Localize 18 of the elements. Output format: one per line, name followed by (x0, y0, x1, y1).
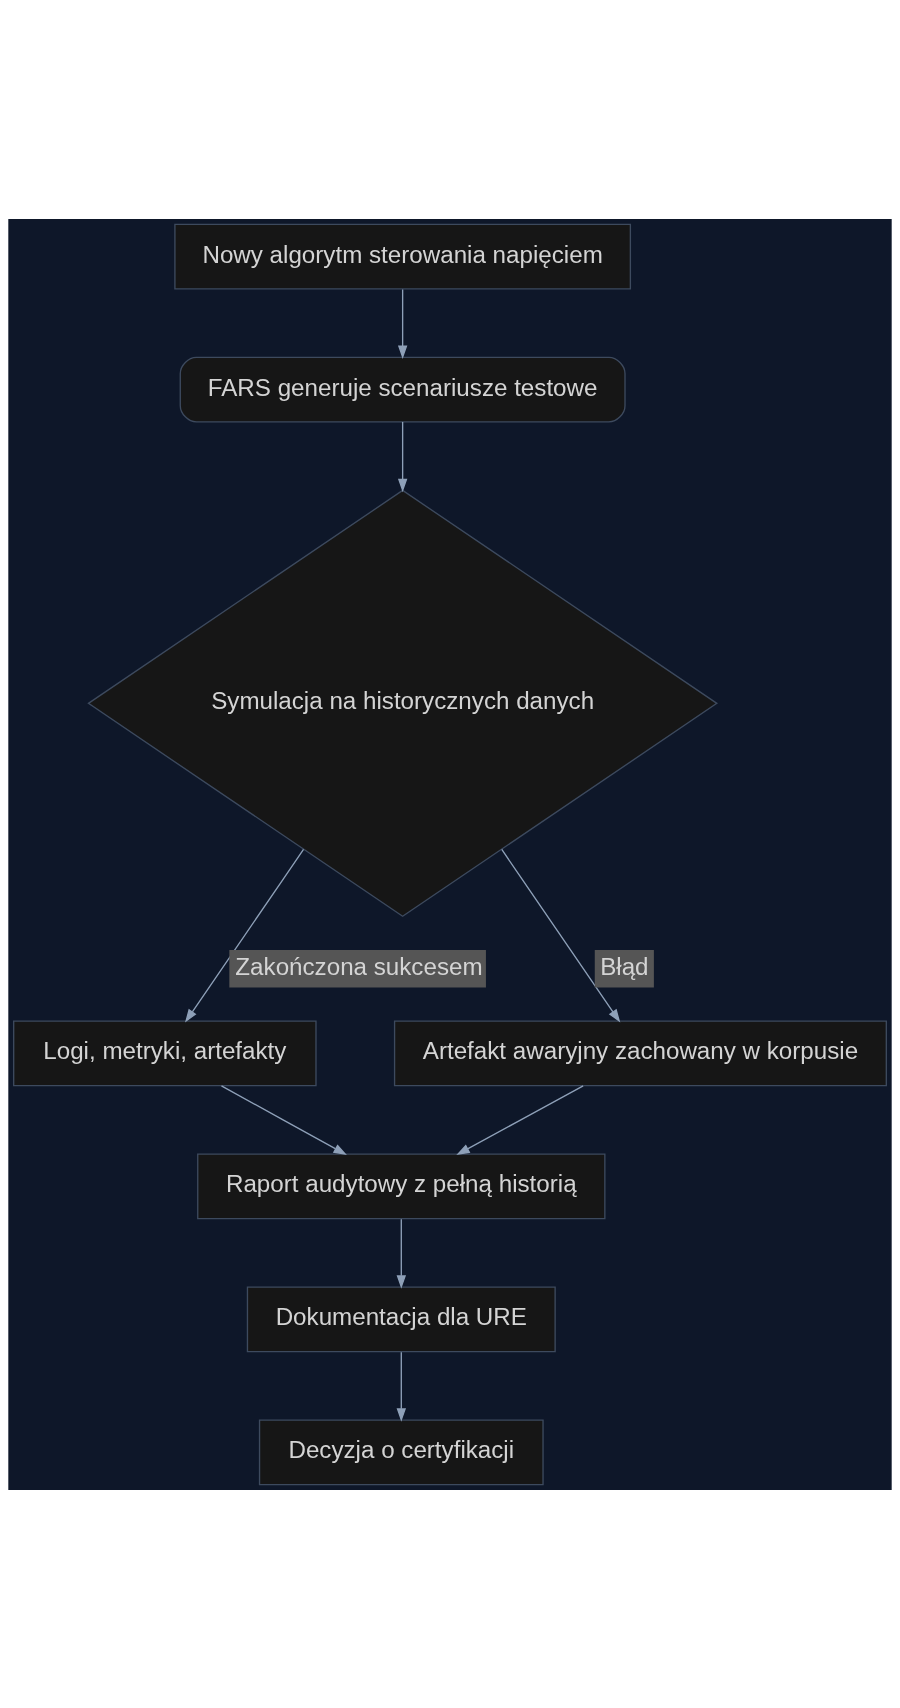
node-box: Nowy algorytm sterowania napięciem (174, 223, 632, 290)
edge-label: Błąd (600, 952, 649, 980)
node-box: Decyzja o certyfikacji (258, 1418, 544, 1485)
arrow (396, 1218, 406, 1289)
node-box: Raport audytowy z pełną historią (197, 1152, 606, 1219)
node-diamond: Symulacja na historycznych danych (87, 489, 718, 917)
node-box: Logi, metryki, artefakty (13, 1019, 317, 1086)
node-box: Dokumentacja dla URE (246, 1285, 556, 1352)
arrow (397, 420, 408, 492)
arrow (396, 1351, 406, 1422)
node-box: FARS generuje scenariusze testowe (179, 356, 626, 423)
arrow (456, 1084, 584, 1155)
node-box: Artefakt awaryjny zachowany w korpusie (393, 1019, 887, 1086)
arrow (397, 288, 408, 359)
arrow (185, 848, 305, 1023)
edge-label: Zakończona sukcesem (235, 952, 483, 980)
arrow (501, 848, 621, 1023)
arrow (220, 1084, 347, 1155)
